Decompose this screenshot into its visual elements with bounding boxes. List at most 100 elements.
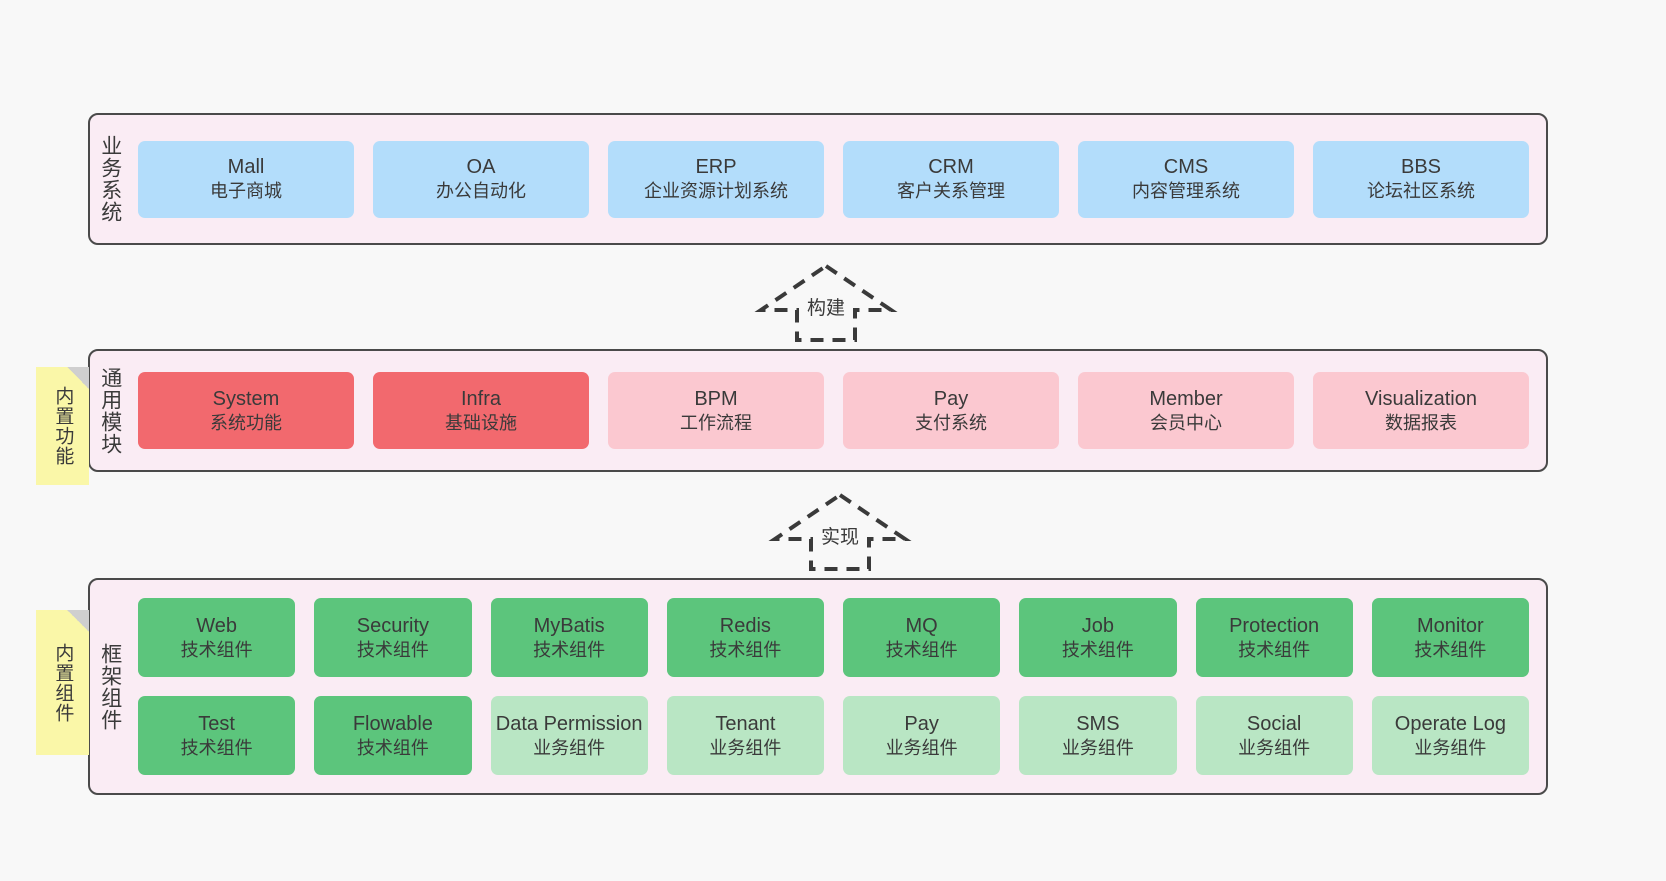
- node-row: System 系统功能 Infra 基础设施 BPM 工作流程 Pay 支付系统…: [138, 372, 1529, 449]
- node-redis[interactable]: Redis 技术组件: [666, 598, 824, 677]
- node-title: ERP: [695, 156, 737, 179]
- node-title: Infra: [460, 387, 502, 410]
- node-subtitle: 系统功能: [210, 412, 282, 433]
- layer-panel-framework: 框架组件 Web 技术组件 Security 技术组件 MyBatis 技术组件…: [88, 578, 1548, 795]
- sticky-note-label: 内置功能: [52, 386, 74, 466]
- node-mq[interactable]: MQ 技术组件: [843, 598, 1001, 677]
- node-subtitle: 数据报表: [1385, 412, 1457, 433]
- node-subtitle: 电子商城: [210, 181, 282, 202]
- node-subtitle: 业务组件: [709, 737, 782, 758]
- node-erp[interactable]: ERP 企业资源计划系统: [608, 140, 824, 218]
- node-title: Security: [356, 614, 429, 637]
- node-subtitle: 业务组件: [533, 737, 606, 758]
- layer-label-modules: 通用模块: [98, 366, 122, 455]
- node-pay-business[interactable]: Pay 业务组件: [843, 696, 1001, 775]
- node-bbs[interactable]: BBS 论坛社区系统: [1313, 140, 1529, 218]
- node-title: Operate Log: [1394, 712, 1506, 735]
- node-data-permission[interactable]: Data Permission 业务组件: [490, 696, 648, 775]
- node-subtitle: 技术组件: [533, 639, 606, 660]
- node-title: OA: [466, 156, 496, 179]
- layer-label-business: 业务系统: [98, 135, 122, 223]
- node-oa[interactable]: OA 办公自动化: [373, 140, 589, 218]
- node-web[interactable]: Web 技术组件: [138, 598, 296, 677]
- node-test[interactable]: Test 技术组件: [138, 696, 296, 775]
- layer-body-business: Mall 电子商城 OA 办公自动化 ERP 企业资源计划系统 CRM 客户关系…: [130, 115, 1546, 243]
- node-social[interactable]: Social 业务组件: [1195, 696, 1353, 775]
- node-subtitle: 会员中心: [1150, 412, 1222, 433]
- node-title: Visualization: [1365, 387, 1477, 410]
- node-title: Test: [198, 712, 235, 735]
- node-title: MQ: [905, 614, 938, 637]
- node-subtitle: 内容管理系统: [1132, 181, 1240, 202]
- node-subtitle: 业务组件: [1061, 737, 1134, 758]
- node-security[interactable]: Security 技术组件: [314, 598, 472, 677]
- node-monitor[interactable]: Monitor 技术组件: [1371, 598, 1529, 677]
- node-title: Mall: [227, 156, 265, 179]
- node-title: BPM: [694, 387, 738, 410]
- node-subtitle: 企业资源计划系统: [644, 181, 788, 202]
- connector-implement: 实现: [768, 491, 912, 571]
- node-title: System: [212, 387, 280, 410]
- node-title: CRM: [928, 156, 974, 179]
- node-subtitle: 技术组件: [180, 639, 253, 660]
- node-subtitle: 工作流程: [680, 412, 752, 433]
- sticky-note-label: 内置组件: [52, 642, 74, 723]
- node-title: BBS: [1400, 156, 1442, 179]
- node-title: Pay: [904, 712, 939, 735]
- node-mall[interactable]: Mall 电子商城: [138, 140, 354, 218]
- sticky-note-builtin-component: 内置组件: [36, 610, 89, 755]
- node-title: Monitor: [1417, 614, 1484, 637]
- connector-label: 实现: [820, 527, 859, 548]
- connector-build: 构建: [754, 262, 898, 342]
- node-title: MyBatis: [533, 614, 605, 637]
- node-subtitle: 办公自动化: [436, 181, 526, 202]
- connector-label: 构建: [806, 298, 845, 319]
- node-subtitle: 业务组件: [1414, 737, 1487, 758]
- node-subtitle: 技术组件: [356, 639, 429, 660]
- node-subtitle: 技术组件: [356, 737, 429, 758]
- node-subtitle: 技术组件: [709, 639, 782, 660]
- node-member[interactable]: Member 会员中心: [1078, 372, 1294, 449]
- node-title: Data Permission: [495, 712, 643, 735]
- node-bpm[interactable]: BPM 工作流程: [608, 372, 824, 449]
- node-protection[interactable]: Protection 技术组件: [1195, 598, 1353, 677]
- node-flowable[interactable]: Flowable 技术组件: [314, 696, 472, 775]
- node-sms[interactable]: SMS 业务组件: [1019, 696, 1177, 775]
- node-subtitle: 支付系统: [915, 412, 987, 433]
- layer-body-modules: System 系统功能 Infra 基础设施 BPM 工作流程 Pay 支付系统…: [130, 351, 1546, 470]
- layer-label-framework: 框架组件: [98, 642, 122, 731]
- node-crm[interactable]: CRM 客户关系管理: [843, 140, 1059, 218]
- node-pay[interactable]: Pay 支付系统: [843, 372, 1059, 449]
- node-subtitle: 技术组件: [1061, 639, 1134, 660]
- node-subtitle: 业务组件: [1238, 737, 1311, 758]
- node-operate-log[interactable]: Operate Log 业务组件: [1371, 696, 1529, 775]
- node-title: Pay: [933, 387, 969, 410]
- node-row: Mall 电子商城 OA 办公自动化 ERP 企业资源计划系统 CRM 客户关系…: [138, 140, 1529, 218]
- node-infra[interactable]: Infra 基础设施: [373, 372, 589, 449]
- node-title: Social: [1246, 712, 1302, 735]
- layer-panel-modules: 通用模块 System 系统功能 Infra 基础设施 BPM 工作流程 Pay…: [88, 349, 1548, 472]
- node-row: Web 技术组件 Security 技术组件 MyBatis 技术组件 Redi…: [138, 598, 1529, 677]
- node-subtitle: 技术组件: [1414, 639, 1487, 660]
- node-title: Job: [1081, 614, 1114, 637]
- node-title: Member: [1149, 387, 1223, 410]
- node-mybatis[interactable]: MyBatis 技术组件: [490, 598, 648, 677]
- node-cms[interactable]: CMS 内容管理系统: [1078, 140, 1294, 218]
- node-row: Test 技术组件 Flowable 技术组件 Data Permission …: [138, 696, 1529, 775]
- node-title: Flowable: [352, 712, 433, 735]
- node-subtitle: 客户关系管理: [897, 181, 1005, 202]
- node-title: Protection: [1229, 614, 1320, 637]
- node-subtitle: 技术组件: [885, 639, 958, 660]
- node-visualization[interactable]: Visualization 数据报表: [1313, 372, 1529, 449]
- node-tenant[interactable]: Tenant 业务组件: [666, 696, 824, 775]
- node-subtitle: 基础设施: [445, 412, 517, 433]
- node-title: CMS: [1163, 156, 1209, 179]
- layer-panel-business: 业务系统 Mall 电子商城 OA 办公自动化 ERP 企业资源计划系统 CRM…: [88, 113, 1548, 245]
- node-title: Tenant: [715, 712, 776, 735]
- node-title: Web: [196, 614, 237, 637]
- node-job[interactable]: Job 技术组件: [1019, 598, 1177, 677]
- node-title: SMS: [1076, 712, 1120, 735]
- node-system[interactable]: System 系统功能: [138, 372, 354, 449]
- node-subtitle: 技术组件: [180, 737, 253, 758]
